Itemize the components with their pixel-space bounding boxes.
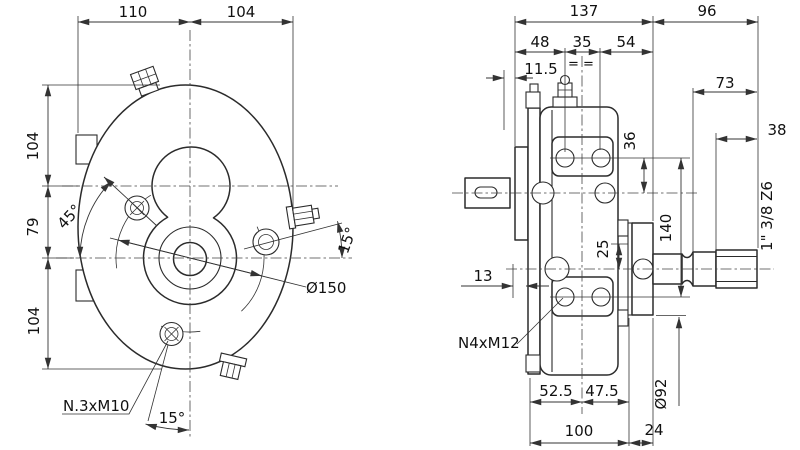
spline-spec-label: 1" 3/8 Z6 bbox=[758, 181, 776, 251]
arc-45 bbox=[76, 181, 112, 259]
dim-140-label: 140 bbox=[657, 214, 675, 243]
dim-73-label: 73 bbox=[715, 74, 734, 92]
dim-104-upper-label: 104 bbox=[24, 132, 42, 161]
angle-15-bottom-label: 15° bbox=[159, 409, 186, 427]
dim-104-top-label: 104 bbox=[227, 3, 256, 21]
n4-leader bbox=[516, 297, 564, 345]
top-plug bbox=[129, 65, 160, 97]
dim-96-label: 96 bbox=[697, 2, 716, 20]
equal-marks: = = bbox=[568, 57, 594, 72]
dim-13-label: 13 bbox=[473, 267, 492, 285]
dim-38-label: 38 bbox=[767, 121, 786, 139]
dim-92-label: Ø92 bbox=[652, 379, 670, 410]
radial-15-right bbox=[243, 222, 343, 250]
bottom-plug bbox=[218, 352, 248, 381]
cover-plate bbox=[527, 107, 541, 375]
front-view: 110 104 104 79 104 45° 15° 15° Ø150 N.3x… bbox=[24, 3, 360, 438]
dim-48-label: 48 bbox=[530, 33, 549, 51]
screw-note-leader bbox=[62, 340, 169, 415]
dim-137-label: 137 bbox=[570, 2, 599, 20]
screw-note-label: N.3xM10 bbox=[63, 397, 129, 415]
side-plug bbox=[285, 204, 321, 230]
dim-79-label: 79 bbox=[24, 217, 42, 236]
dim-24-label: 24 bbox=[644, 421, 663, 439]
dim-36-label: 36 bbox=[621, 131, 639, 150]
cover-bolt-top bbox=[525, 91, 541, 109]
cover-bolt-bottom bbox=[525, 354, 541, 373]
dim-54-label: 54 bbox=[616, 33, 635, 51]
n4-note-label: N4xM12 bbox=[458, 334, 520, 352]
dim-110-label: 110 bbox=[119, 3, 148, 21]
screw-right bbox=[252, 228, 280, 256]
dim-115-label: 11.5 bbox=[524, 60, 557, 78]
dim-104-lower-label: 104 bbox=[25, 307, 43, 336]
arc-15-right bbox=[337, 221, 346, 259]
arc-15-bottom bbox=[145, 423, 190, 434]
radial-45 bbox=[103, 176, 158, 227]
input-flange bbox=[514, 146, 529, 241]
angle-15-right-label: 15° bbox=[334, 225, 360, 256]
dim-100-label: 100 bbox=[565, 422, 594, 440]
input-keyway bbox=[474, 186, 498, 199]
side-view: 137 96 48 35 54 11.5 = = 73 38 36 140 25… bbox=[452, 2, 787, 447]
dim-25-label: 25 bbox=[594, 239, 612, 258]
dia-150-label: Ø150 bbox=[306, 279, 346, 297]
dim-525-label: 52.5 bbox=[539, 382, 572, 400]
radial-15-bottom bbox=[147, 344, 169, 422]
screw-bottom bbox=[159, 321, 184, 347]
dim-35-label: 35 bbox=[572, 33, 591, 51]
center-bore bbox=[172, 241, 208, 277]
dim-475-label: 47.5 bbox=[585, 382, 618, 400]
